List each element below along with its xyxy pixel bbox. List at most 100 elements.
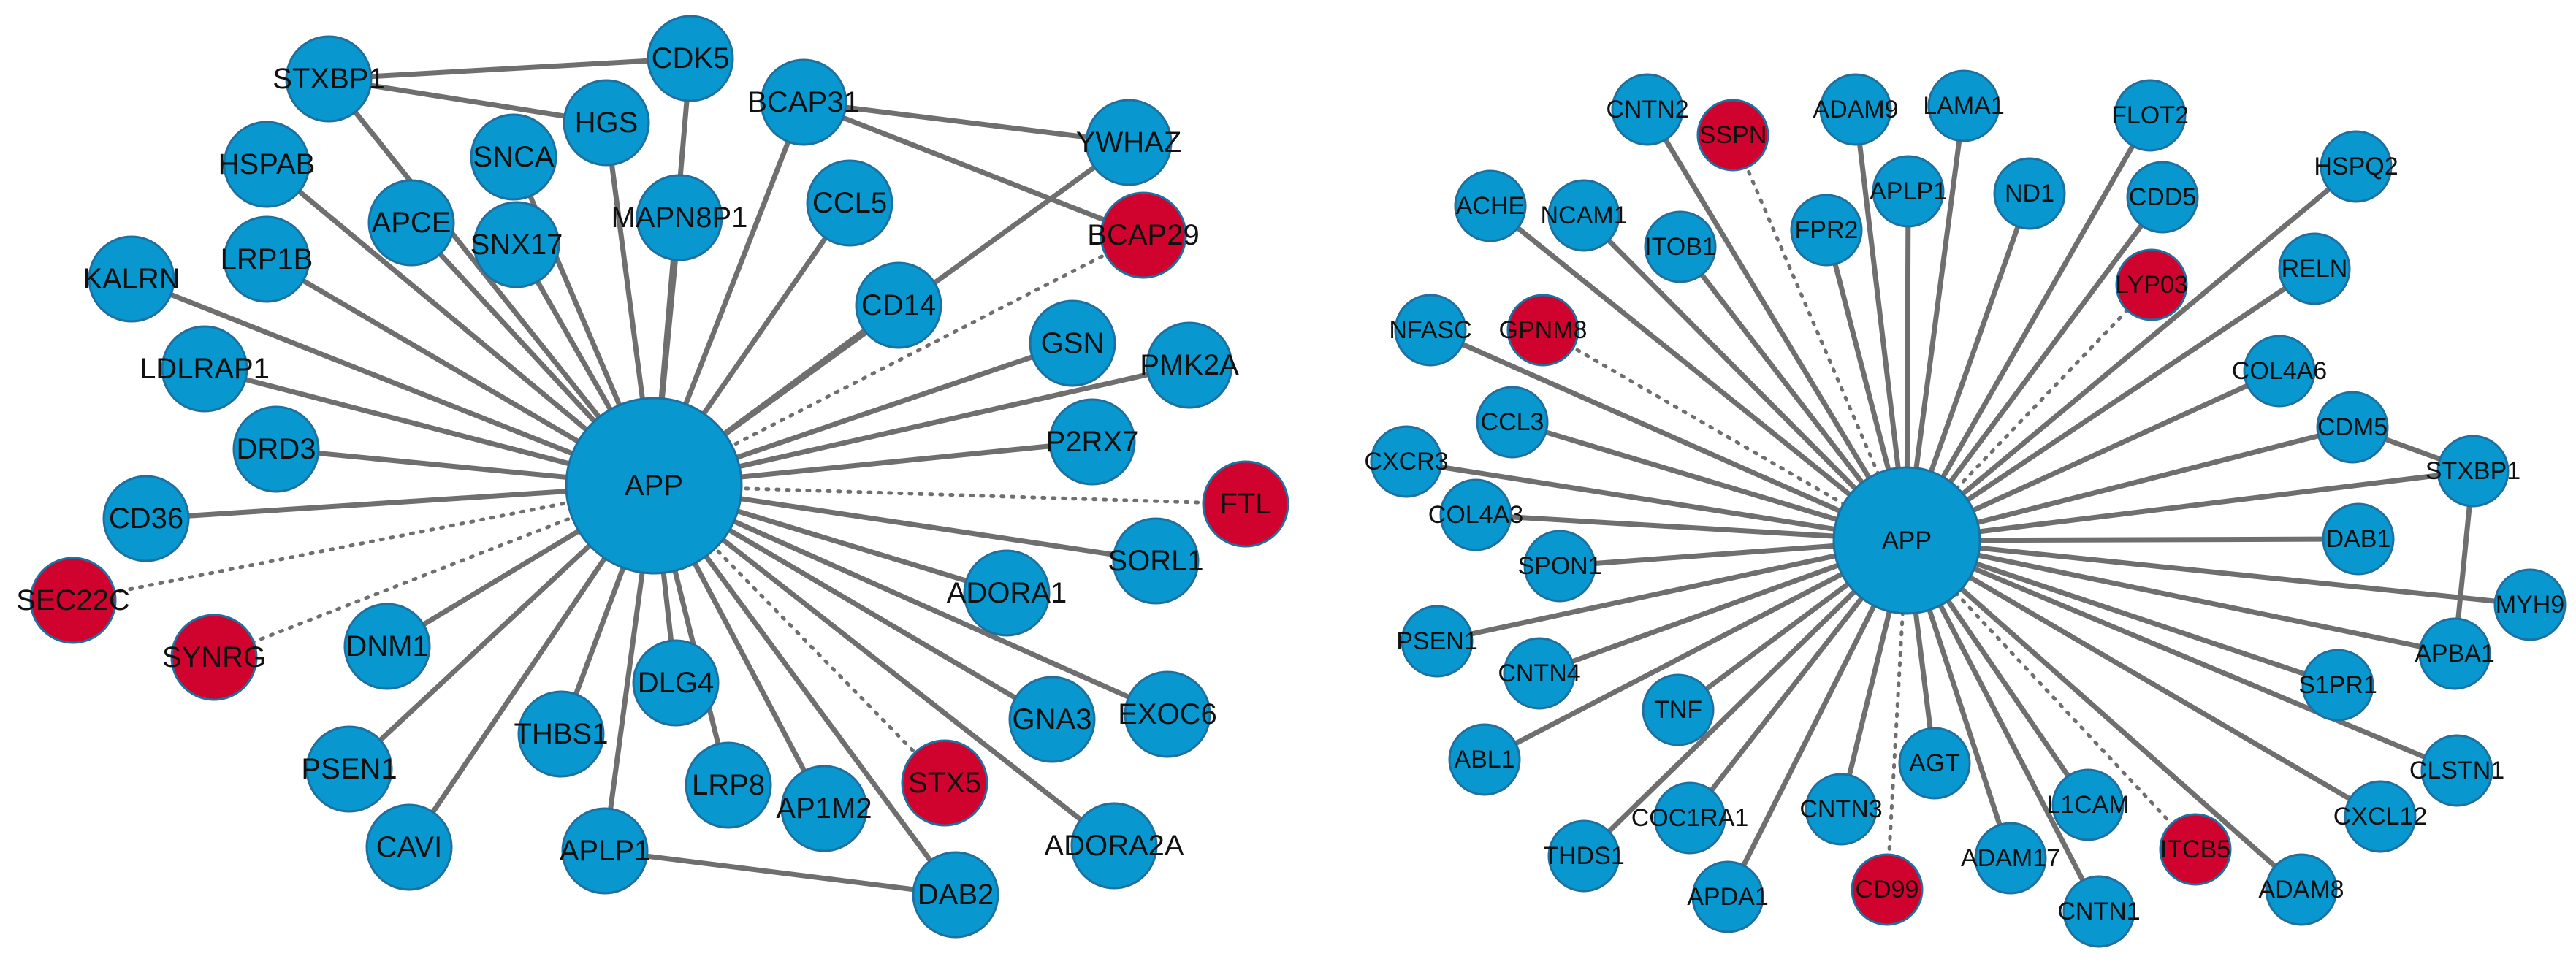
node-apba1[interactable]: APBA1 — [2415, 617, 2495, 690]
node-label: AGT — [1909, 749, 1960, 777]
node-flot2[interactable]: FLOT2 — [2111, 79, 2189, 152]
node-label: ITOB1 — [1645, 233, 1716, 261]
node-circle — [1008, 676, 1096, 763]
node-hspab[interactable]: HSPAB — [218, 121, 316, 208]
node-bcap31[interactable]: BCAP31 — [747, 58, 860, 146]
node-psen1[interactable]: PSEN1 — [301, 725, 397, 813]
node-thbs1[interactable]: THBS1 — [514, 690, 609, 778]
node-bcap29[interactable]: BCAP29 — [1087, 191, 1200, 279]
node-cxcr3[interactable]: CXCR3 — [1364, 425, 1449, 498]
node-lrp1b[interactable]: LRP1B — [221, 215, 313, 303]
node-nfasc[interactable]: NFASC — [1389, 294, 1472, 367]
node-drd3[interactable]: DRD3 — [232, 405, 320, 493]
node-ywhaz[interactable]: YWHAZ — [1076, 99, 1181, 186]
edge-app-ache — [1487, 203, 1910, 543]
node-sspn[interactable]: SSPN — [1696, 99, 1769, 172]
node-adam9[interactable]: ADAM9 — [1813, 73, 1899, 146]
node-gna3[interactable]: GNA3 — [1008, 676, 1096, 763]
node-coc1ra1[interactable]: COC1RA1 — [1631, 781, 1749, 855]
node-hgs[interactable]: HGS — [563, 79, 650, 167]
node-circle — [2126, 161, 2199, 234]
node-spon1[interactable]: SPON1 — [1517, 530, 1602, 603]
node-nd1[interactable]: ND1 — [1993, 157, 2066, 230]
node-sorl1[interactable]: SORL1 — [1108, 517, 1204, 605]
node-ache[interactable]: ACHE — [1454, 169, 1527, 242]
node-clstn1[interactable]: CLSTN1 — [2409, 734, 2504, 807]
node-thds1[interactable]: THDS1 — [1543, 819, 1625, 893]
node-gsn[interactable]: GSN — [1029, 299, 1116, 387]
node-adam17[interactable]: ADAM17 — [1961, 822, 2060, 895]
node-cntn3[interactable]: CNTN3 — [1799, 773, 1883, 846]
node-myh9[interactable]: MYH9 — [2493, 568, 2567, 641]
node-dab2[interactable]: DAB2 — [912, 851, 999, 939]
node-s1pr1[interactable]: S1PR1 — [2298, 649, 2377, 722]
node-lrp8[interactable]: LRP8 — [685, 741, 772, 829]
node-label: CNTN2 — [1606, 96, 1688, 123]
node-lyp03[interactable]: LYP03 — [2115, 248, 2188, 321]
node-app[interactable]: APP — [565, 397, 743, 575]
node-aplp1[interactable]: APLP1 — [1870, 155, 1947, 228]
node-cntn2[interactable]: CNTN2 — [1606, 73, 1689, 146]
node-dnm1[interactable]: DNM1 — [343, 603, 431, 690]
node-mapn8p1[interactable]: MAPN8P1 — [611, 174, 748, 261]
node-cxcl12[interactable]: CXCL12 — [2333, 780, 2428, 853]
node-lama1[interactable]: LAMA1 — [1923, 69, 2005, 142]
node-cd99[interactable]: CD99 — [1851, 853, 1924, 926]
node-tnf[interactable]: TNF — [1642, 673, 1715, 746]
node-label: YWHAZ — [1076, 126, 1181, 158]
node-apda1[interactable]: APDA1 — [1687, 860, 1769, 933]
node-synrg[interactable]: SYNRG — [162, 614, 266, 701]
node-snx17[interactable]: SNX17 — [470, 201, 563, 288]
node-abl1[interactable]: ABL1 — [1448, 723, 1521, 796]
node-stx5[interactable]: STX5 — [901, 739, 988, 827]
node-cntn4[interactable]: CNTN4 — [1498, 637, 1581, 710]
node-hspq2[interactable]: HSPQ2 — [2314, 130, 2398, 203]
edge-app-apba1 — [1904, 538, 2458, 657]
node-stxbp1[interactable]: STXBP1 — [2426, 435, 2520, 508]
node-p2rx7[interactable]: P2RX7 — [1046, 398, 1139, 486]
node-ap1m2[interactable]: AP1M2 — [776, 765, 872, 852]
node-ncam1[interactable]: NCAM1 — [1540, 179, 1628, 252]
node-label: NFASC — [1389, 316, 1471, 344]
node-pmk2a[interactable]: PMK2A — [1140, 321, 1239, 409]
node-ccl3[interactable]: CCL3 — [1476, 386, 1549, 459]
node-cdd5[interactable]: CDD5 — [2126, 161, 2199, 234]
edge-app-synrg — [212, 484, 656, 660]
node-sec22c[interactable]: SEC22C — [16, 557, 130, 644]
node-aplp1[interactable]: APLP1 — [560, 807, 651, 895]
node-itob1[interactable]: ITOB1 — [1644, 210, 1717, 283]
node-reln[interactable]: RELN — [2278, 232, 2351, 305]
node-itcb5[interactable]: ITCB5 — [2159, 813, 2232, 886]
node-agt[interactable]: AGT — [1898, 727, 1971, 800]
node-stxbp1[interactable]: STXBP1 — [273, 35, 385, 123]
node-label: CCL5 — [812, 187, 887, 219]
node-dlg4[interactable]: DLG4 — [632, 639, 720, 727]
node-adora1[interactable]: ADORA1 — [947, 549, 1067, 637]
node-exoc6[interactable]: EXOC6 — [1118, 670, 1217, 758]
node-ftl[interactable]: FTL — [1202, 460, 1289, 548]
node-snca[interactable]: SNCA — [470, 113, 557, 201]
node-ccl5[interactable]: CCL5 — [806, 159, 893, 247]
node-cd14[interactable]: CD14 — [855, 261, 942, 349]
node-apce[interactable]: APCE — [367, 179, 455, 267]
node-l1cam[interactable]: L1CAM — [2046, 768, 2130, 841]
node-cd36[interactable]: CD36 — [102, 475, 190, 562]
node-cntn1[interactable]: CNTN1 — [2057, 875, 2141, 948]
node-dab1[interactable]: DAB1 — [2322, 502, 2395, 576]
node-adora2a[interactable]: ADORA2A — [1044, 802, 1184, 890]
node-col4a6[interactable]: COL4A6 — [2232, 335, 2327, 408]
node-ldlrap1[interactable]: LDLRAP1 — [140, 325, 270, 413]
node-col4a3[interactable]: COL4A3 — [1428, 478, 1523, 551]
node-kalrn[interactable]: KALRN — [83, 235, 180, 323]
node-psen1[interactable]: PSEN1 — [1396, 605, 1478, 678]
node-label: ADORA2A — [1044, 830, 1184, 862]
node-app[interactable]: APP — [1832, 466, 1981, 615]
node-adam8[interactable]: ADAM8 — [2258, 853, 2344, 926]
node-fpr2[interactable]: FPR2 — [1790, 194, 1863, 267]
node-cdk5[interactable]: CDK5 — [647, 15, 734, 102]
node-cdm5[interactable]: CDM5 — [2316, 391, 2389, 464]
node-cavi[interactable]: CAVI — [365, 803, 453, 891]
node-gpnm8[interactable]: GPNM8 — [1499, 294, 1588, 367]
node-label: RELN — [2282, 255, 2348, 283]
